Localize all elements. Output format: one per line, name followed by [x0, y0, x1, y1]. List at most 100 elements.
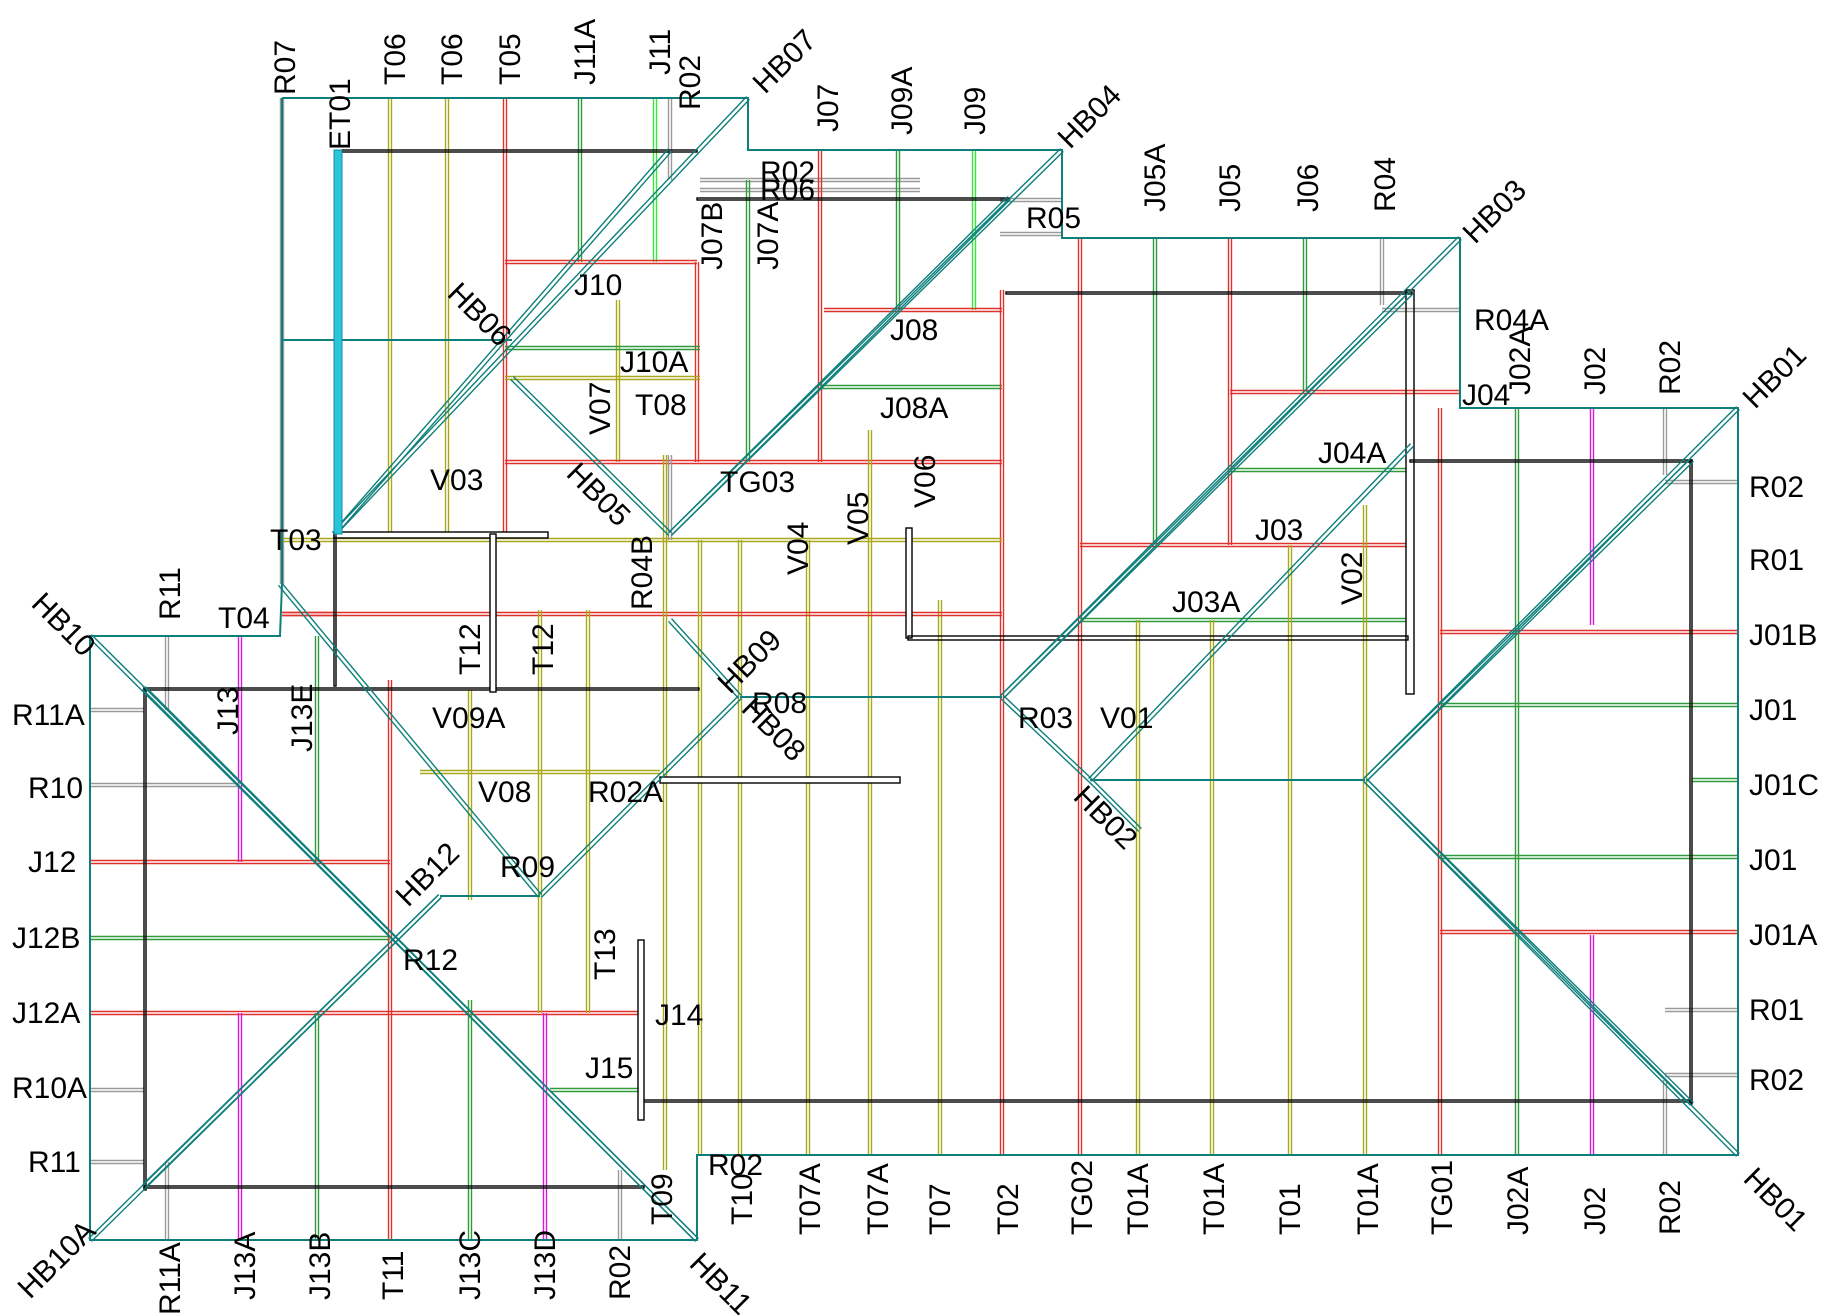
member-label: T12	[527, 623, 560, 675]
member-label: J11A	[569, 19, 602, 85]
member-label: T07A	[794, 1163, 827, 1235]
hip-line	[1363, 458, 1692, 780]
hip-line	[144, 686, 699, 1240]
member-label: J10A	[620, 346, 688, 379]
plate-r06	[696, 197, 1010, 201]
hip-line	[1365, 460, 1694, 782]
member-label: J11	[644, 29, 677, 75]
member-label: V02	[1336, 552, 1369, 605]
member-label: R02	[674, 55, 707, 110]
hip-line	[334, 98, 750, 536]
member-label: J03A	[1172, 586, 1240, 619]
roof-perimeter	[89, 97, 1739, 1241]
member-label: T01A	[1122, 1163, 1155, 1235]
plate-right	[1689, 459, 1693, 1105]
member-label: TG03	[720, 466, 795, 499]
member-label: J07A	[752, 202, 785, 270]
member-label: HB12	[390, 837, 466, 913]
hip-line	[1088, 443, 1412, 780]
member-label: J13	[212, 687, 245, 735]
plate-right-top	[1409, 459, 1693, 463]
member-label: J12	[28, 846, 76, 879]
member-label: J09A	[886, 67, 919, 135]
hip-line	[670, 618, 742, 697]
hip-line	[670, 198, 1011, 536]
plate-j14	[637, 939, 645, 1121]
member-label: J02A	[1502, 1167, 1535, 1235]
hip-line	[538, 695, 740, 896]
member-label: R02	[604, 1245, 637, 1300]
member-label: J07B	[696, 202, 729, 270]
hip-line	[1000, 290, 1412, 697]
member-label: J10	[574, 269, 622, 302]
member-label: R08	[752, 687, 807, 720]
plate-r04a	[1005, 291, 1413, 295]
hip-line	[512, 376, 672, 534]
member-label: HB10A	[12, 1214, 103, 1305]
member-label: R02	[1749, 1064, 1804, 1097]
hip-line	[1002, 292, 1414, 699]
member-label: J13C	[454, 1230, 487, 1300]
member-label: T07	[924, 1183, 957, 1235]
hip-line	[1090, 778, 1142, 830]
hip-line	[1363, 406, 1738, 780]
member-label: T01	[1274, 1183, 1307, 1235]
wall-plates	[143, 149, 1693, 1191]
member-label: R05	[1026, 202, 1081, 235]
member-label: HB04	[1052, 79, 1128, 155]
hip-line	[280, 582, 543, 896]
member-label: R02	[760, 156, 815, 189]
member-label: R02	[1654, 340, 1687, 395]
member-label: V05	[842, 492, 875, 545]
hip-line	[277, 584, 540, 898]
member-label: HB05	[560, 457, 636, 533]
member-label: TG01	[1426, 1160, 1459, 1235]
plate-v06	[905, 527, 913, 639]
member-label: T06	[379, 33, 412, 85]
member-label: J01	[1749, 844, 1797, 877]
member-label: T06	[436, 33, 469, 85]
member-label: T01A	[1198, 1163, 1231, 1235]
member-label: J15	[585, 1052, 633, 1085]
plate-r04-vertical	[1405, 289, 1415, 695]
member-label: R06	[760, 174, 815, 207]
member-label: V07	[584, 382, 617, 435]
member-label: J06	[1292, 164, 1325, 212]
member-label: V03	[430, 464, 483, 497]
member-label: HB01	[1737, 339, 1813, 415]
member-label: R02	[708, 1149, 763, 1182]
member-label: V06	[909, 455, 942, 508]
member-label: J14	[655, 999, 703, 1032]
member-label: T05	[494, 33, 527, 85]
hip-line	[1090, 445, 1414, 782]
member-label: J13B	[304, 1232, 337, 1300]
member-label: R04	[1369, 157, 1402, 212]
hip-line	[1363, 780, 1692, 1106]
member-label: J01A	[1749, 919, 1817, 952]
member-label: J02A	[1504, 327, 1537, 395]
plate-t12	[143, 687, 700, 691]
plate-t03	[333, 531, 549, 539]
hip-line	[540, 697, 742, 898]
member-label: T01A	[1352, 1163, 1385, 1235]
member-label: HB03	[1457, 174, 1533, 250]
plate-r02a	[659, 776, 901, 784]
hip-line	[142, 894, 440, 1186]
member-label: J02	[1579, 347, 1612, 395]
member-label: R11A	[154, 1242, 187, 1315]
member-label: J01B	[1749, 619, 1817, 652]
plate-t03-side	[333, 533, 337, 687]
member-label: HB11	[683, 1247, 758, 1315]
member-label: T03	[270, 524, 322, 557]
member-label: J02	[1579, 1187, 1612, 1235]
member-label: T08	[635, 389, 687, 422]
member-label: J13D	[529, 1230, 562, 1300]
member-label: TG02	[1066, 1160, 1099, 1235]
member-label: J13E	[286, 684, 319, 752]
member-label: T09	[646, 1173, 679, 1225]
member-label: R02	[1654, 1180, 1687, 1235]
member-label: T02	[992, 1183, 1025, 1235]
hip-lines	[88, 96, 1740, 1242]
